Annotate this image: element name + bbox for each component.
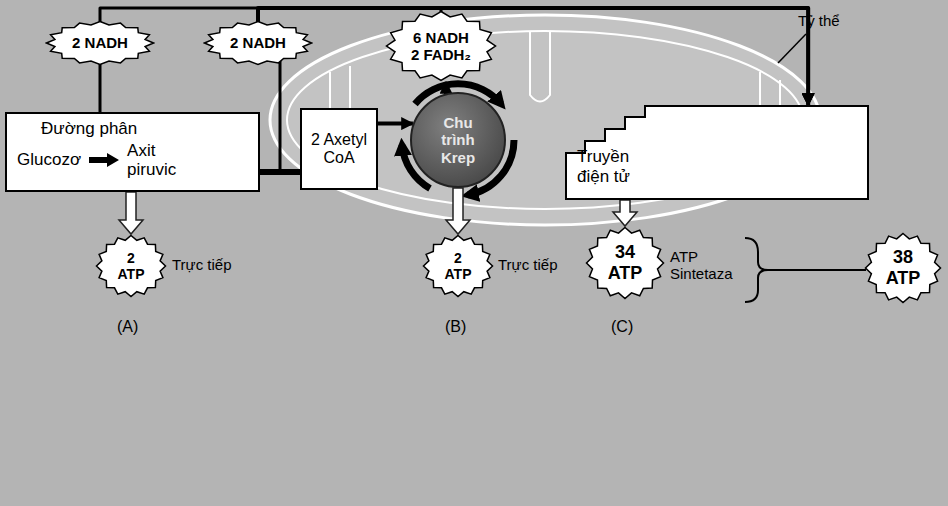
callout-label: (A) bbox=[117, 318, 138, 336]
burst-label: 6 NADH 2 FADH₂ bbox=[409, 29, 473, 64]
energy-burst: 2 NADH bbox=[45, 20, 155, 66]
energy-burst: 6 NADH 2 FADH₂ bbox=[385, 10, 497, 82]
burst-label: 38 ATP bbox=[881, 247, 925, 288]
hollow-arrow bbox=[446, 188, 470, 234]
box-text: 2 Axetyl CoA bbox=[306, 131, 372, 168]
bracket bbox=[745, 238, 768, 302]
stair-shape bbox=[566, 106, 868, 199]
crista bbox=[530, 32, 550, 102]
box-title: Đường phân bbox=[17, 119, 248, 139]
burst-label: 34 ATP bbox=[603, 242, 647, 283]
burst-label: 2 ATP bbox=[113, 250, 149, 282]
burst-shape bbox=[205, 22, 312, 65]
connector bbox=[258, 8, 808, 105]
text-group: 2 NADH bbox=[230, 34, 286, 51]
connector bbox=[99, 62, 102, 112]
bracket-line bbox=[768, 269, 866, 271]
text-group: 6 NADH 2 FADH₂ bbox=[409, 29, 473, 64]
connector bbox=[378, 122, 413, 126]
energy-burst: 2 ATP bbox=[95, 234, 167, 298]
burst-shape bbox=[47, 22, 154, 65]
text-group: 2 ATP bbox=[113, 250, 149, 282]
arrow-shape bbox=[89, 153, 119, 167]
process-box: Đường phânGlucozơ Axit piruvic bbox=[5, 112, 260, 192]
leader-line bbox=[778, 34, 806, 63]
energy-burst: 2 NADH bbox=[203, 20, 313, 66]
callout-label: (C) bbox=[611, 318, 633, 336]
text-group: 34 ATP bbox=[603, 242, 647, 283]
hollow-arrow bbox=[119, 192, 143, 234]
note-label: Trực tiếp bbox=[172, 256, 232, 273]
text-group: 2 ATP bbox=[440, 250, 476, 282]
energy-burst: 34 ATP bbox=[585, 226, 665, 300]
burst-shape bbox=[97, 236, 166, 297]
cycle-circle: Chu trình Krep bbox=[410, 92, 506, 188]
text-group: 38 ATP bbox=[881, 247, 925, 288]
energy-burst: 38 ATP bbox=[864, 232, 942, 304]
cycle-label: Chu trình Krep bbox=[427, 114, 489, 166]
burst-shape bbox=[424, 236, 493, 297]
arrow-symbol bbox=[87, 152, 121, 168]
connector bbox=[441, 8, 808, 105]
substrate-label: Glucozơ bbox=[17, 150, 81, 170]
hollow-arrow bbox=[613, 200, 637, 226]
burst-shape bbox=[387, 12, 496, 81]
energy-burst: 2 ATP bbox=[422, 234, 494, 298]
burst-label: 2 ATP bbox=[440, 250, 476, 282]
burst-label: 2 NADH bbox=[72, 34, 128, 51]
burst-shape bbox=[587, 228, 664, 299]
note-label: ATP Sintetaza bbox=[670, 248, 744, 283]
burst-shape bbox=[866, 234, 941, 303]
box-text: Truyền điện tử bbox=[577, 147, 649, 186]
transport-box: Truyền điện tử bbox=[565, 105, 869, 200]
process-box: 2 Axetyl CoA bbox=[300, 108, 378, 190]
connector bbox=[100, 8, 808, 105]
burst-label: 2 NADH bbox=[230, 34, 286, 51]
text-group: 2 NADH bbox=[72, 34, 128, 51]
product-label: Axit piruvic bbox=[127, 141, 193, 180]
note-label: Trực tiếp bbox=[498, 256, 558, 273]
connector bbox=[280, 60, 300, 172]
box-row: Glucozơ Axit piruvic bbox=[17, 141, 248, 180]
part-label: Tỷ thể bbox=[798, 12, 840, 29]
callout-label: (B) bbox=[445, 318, 466, 336]
